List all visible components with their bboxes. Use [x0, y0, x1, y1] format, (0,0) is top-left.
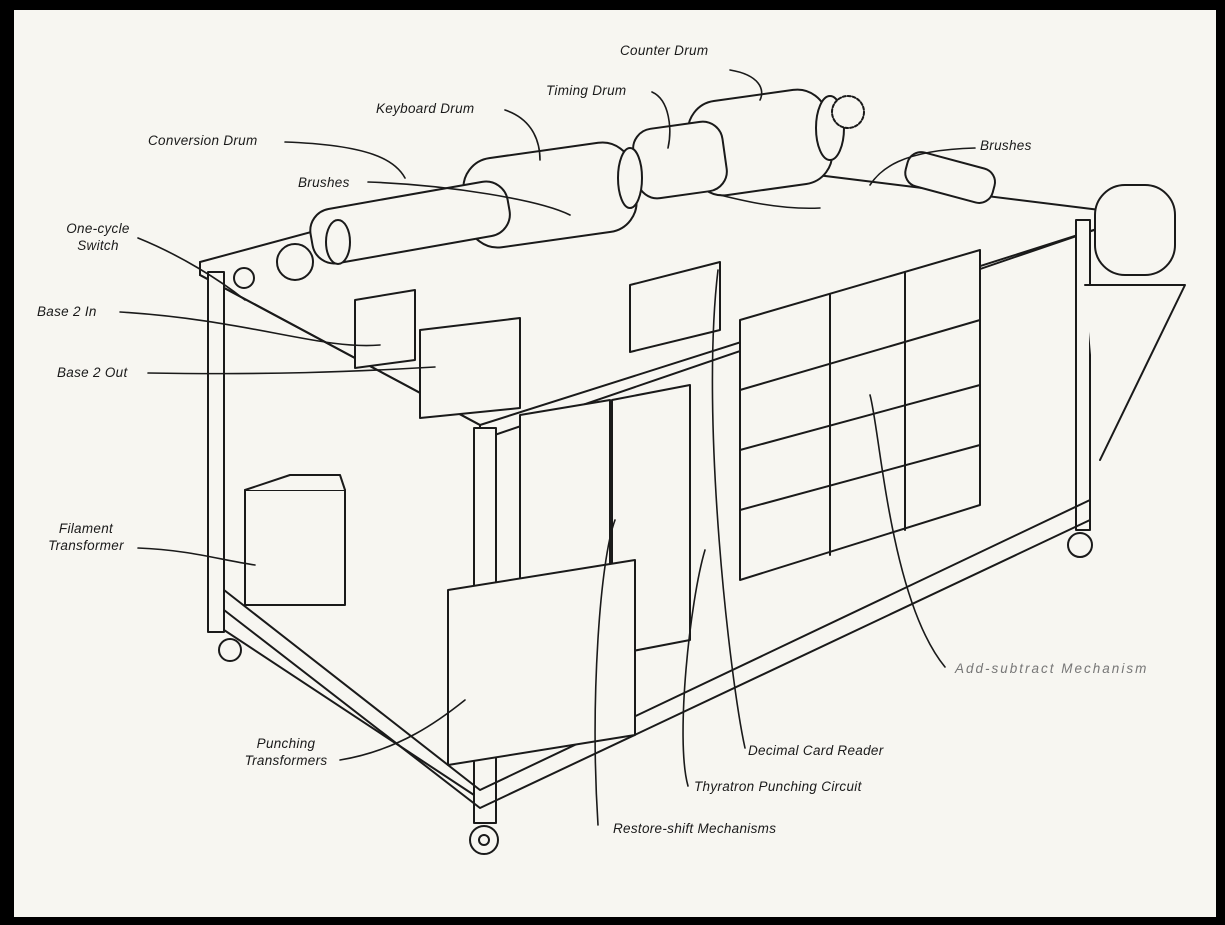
leader-lines — [119, 69, 976, 826]
drums — [233, 88, 1186, 461]
label-keyboard-drum: Keyboard Drum — [376, 101, 475, 116]
label-brushes-left: Brushes — [298, 175, 350, 190]
label-conversion-drum: Conversion Drum — [148, 133, 258, 148]
label-add-subtract: Add-subtract Mechanism — [955, 661, 1149, 676]
label-decimal-card-reader: Decimal Card Reader — [748, 743, 884, 758]
label-base2-out: Base 2 Out — [57, 365, 128, 380]
label-timing-drum: Timing Drum — [546, 83, 627, 98]
tube-racks — [244, 249, 981, 766]
label-restore-shift: Restore-shift Mechanisms — [613, 821, 777, 836]
label-filament-transformer: Filament Transformer — [48, 521, 124, 553]
label-thyratron: Thyratron Punching Circuit — [694, 779, 862, 794]
label-counter-drum: Counter Drum — [620, 43, 709, 58]
label-base2-in: Base 2 In — [37, 304, 97, 319]
label-punching-transformers: Punching Transformers — [244, 736, 328, 768]
label-one-cycle-switch: One-cycle Switch — [66, 221, 130, 253]
label-brushes-right: Brushes — [980, 138, 1032, 153]
